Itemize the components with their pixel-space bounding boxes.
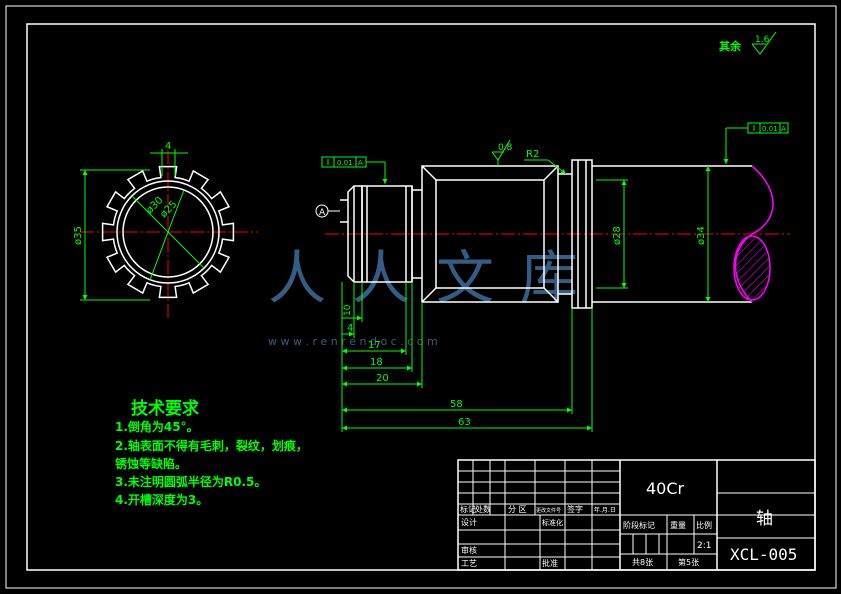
tb-process: 工艺 xyxy=(461,559,477,568)
shoulder xyxy=(571,159,593,309)
tb-part-name: 轴 xyxy=(756,509,773,529)
spline-outline xyxy=(101,165,235,299)
spline-bore-circle xyxy=(122,186,214,278)
radius-label: R2 xyxy=(526,149,539,160)
roughness-body-value: 0.8 xyxy=(498,143,513,153)
tb-total: 共8张 xyxy=(632,558,653,567)
tb-zone: 分 区 xyxy=(508,505,527,514)
len-58: 58 xyxy=(450,399,463,410)
tol-left-datum: A xyxy=(358,159,363,167)
roughness-other-label: 其余 xyxy=(719,39,742,53)
dia35-text: ø35 xyxy=(73,226,84,245)
radius-leader-3 xyxy=(149,231,169,281)
tb-design: 设计 xyxy=(461,517,477,527)
title-block xyxy=(457,459,816,571)
shaft-view xyxy=(325,159,790,309)
tech-requirements: 技术要求 1.倒角为45°。 2.轴表面不得有毛刺，裂纹，划痕， 锈蚀等缺陷。 … xyxy=(115,398,308,507)
tolerance-left: 0.01 A xyxy=(321,156,388,184)
tb-date: 年.月.日 xyxy=(594,506,616,514)
tol-right-datum: A xyxy=(781,125,786,133)
body-chamfer-tr xyxy=(543,165,559,181)
body-chamfer-tl xyxy=(421,165,437,181)
title-block-text: 40Cr 轴 XCL-005 2:1 标记 处数 分 区 更改文件号 签字 年.… xyxy=(460,479,797,568)
radius-leader-1 xyxy=(131,195,169,233)
tech-item-4: 3.未注明圆弧半径为R0.5。 xyxy=(115,474,266,489)
tb-drawing-no: XCL-005 xyxy=(730,545,797,564)
tb-mark: 标记 xyxy=(460,504,476,514)
tb-ratio: 比例 xyxy=(696,520,712,530)
tolerance-right: 0.01 A xyxy=(723,122,789,164)
length-dim-labels: 10 4 17 18 20 58 63 xyxy=(343,304,471,428)
body-inner xyxy=(435,179,545,289)
roughness-other: 其余 1.6 xyxy=(719,31,777,55)
tech-item-1: 1.倒角为45°。 xyxy=(115,419,199,434)
tol-left-value: 0.01 xyxy=(337,159,353,167)
tb-sheet: 第5张 xyxy=(678,557,699,567)
tb-weight: 重量 xyxy=(670,520,686,530)
radius-leader-4 xyxy=(167,189,185,233)
len-63: 63 xyxy=(458,417,471,428)
broken-section-hatch xyxy=(733,235,771,301)
len-10: 10 xyxy=(343,304,353,316)
tol-right-value: 0.01 xyxy=(762,125,778,133)
d28-text: ø28 xyxy=(612,226,623,245)
body-chamfer-br xyxy=(543,287,559,303)
len-18: 18 xyxy=(370,357,383,368)
inner-frame xyxy=(26,23,816,571)
roughness-other-value: 1.6 xyxy=(755,35,770,45)
section-view: ø30 ø25 4 ø35 xyxy=(73,141,258,318)
watermark-url: w w w . r e n r e n d o c . c o m xyxy=(268,335,438,348)
tb-approve: 批准 xyxy=(542,558,558,568)
shaft-diameter-dims: ø28 ø34 xyxy=(596,166,711,302)
tech-item-5: 4.开槽深度为3。 xyxy=(115,492,208,507)
tb-material: 40Cr xyxy=(646,479,685,498)
tb-doc-no: 更改文件号 xyxy=(536,507,561,514)
tb-count: 处数 xyxy=(475,504,491,514)
tech-item-3: 锈蚀等缺陷。 xyxy=(115,456,187,471)
radius-leader-2 xyxy=(167,231,205,269)
d34-text: ø34 xyxy=(696,226,707,245)
len-20: 20 xyxy=(376,373,389,384)
tech-item-2: 2.轴表面不得有毛刺，裂纹，划痕， xyxy=(115,438,308,453)
length-dims xyxy=(341,282,593,432)
tb-scale: 2:1 xyxy=(697,541,711,551)
outer-frame xyxy=(5,5,837,589)
tb-sign: 签字 xyxy=(567,504,583,514)
len-4: 4 xyxy=(347,323,353,334)
datum-symbol: A xyxy=(315,204,340,218)
body-chamfer-bl xyxy=(421,287,437,303)
roughness-body: 0.8 xyxy=(491,139,513,166)
radius-callout: R2 xyxy=(524,149,567,175)
tb-review: 审核 xyxy=(461,545,477,555)
tech-title: 技术要求 xyxy=(131,398,199,419)
spline-inner-circle xyxy=(116,180,220,284)
len-17: 17 xyxy=(368,340,381,351)
tb-stage: 阶段标记 xyxy=(623,520,655,530)
tb-standard: 标准化 xyxy=(542,518,563,527)
width-dim-text: 4 xyxy=(165,141,171,152)
datum-letter: A xyxy=(319,208,326,218)
